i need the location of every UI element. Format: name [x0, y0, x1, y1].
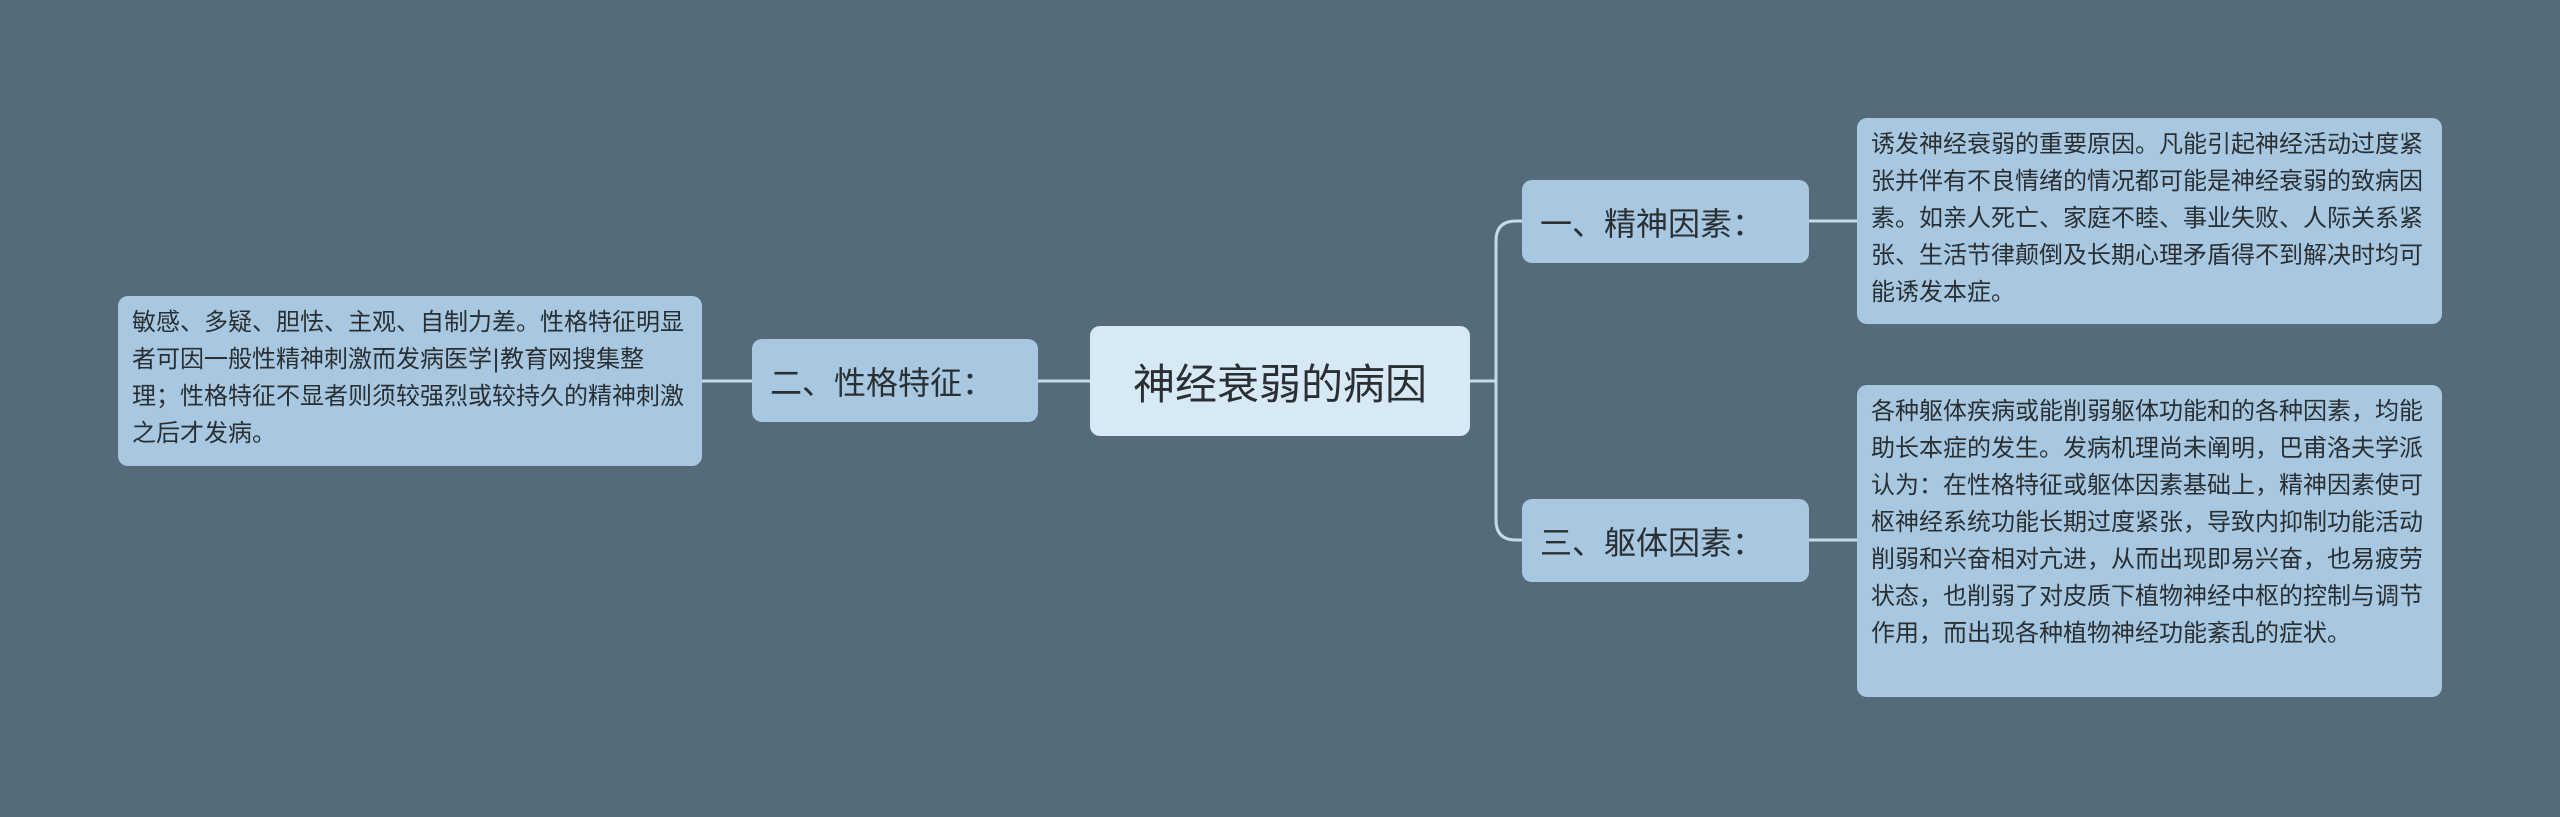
branch-label-personality-traits: 二、性格特征： — [770, 363, 995, 402]
branch-label-mental-factors: 一、精神因素： — [1540, 204, 1765, 243]
detail-text-physical-factors: 各种躯体疾病或能削弱躯体功能和的各种因素，均能助长本症的发生。发病机理尚未阐明，… — [1871, 397, 2423, 647]
detail-node-personality-traits[interactable]: 敏感、多疑、胆怯、主观、自制力差。性格特征明显者可因一般性精神刺激而发病医学|教… — [118, 296, 702, 466]
branch-node-physical-factors[interactable]: 三、躯体因素： — [1522, 499, 1809, 582]
connector-center-to-physical — [1494, 381, 1522, 542]
central-topic-node[interactable]: 神经衰弱的病因 — [1090, 326, 1470, 436]
central-topic-label: 神经衰弱的病因 — [1132, 359, 1427, 409]
branch-node-mental-factors[interactable]: 一、精神因素： — [1522, 180, 1809, 263]
branch-node-personality-traits[interactable]: 二、性格特征： — [752, 339, 1038, 422]
detail-node-physical-factors[interactable]: 各种躯体疾病或能削弱躯体功能和的各种因素，均能助长本症的发生。发病机理尚未阐明，… — [1857, 385, 2442, 697]
detail-text-mental-factors: 诱发神经衰弱的重要原因。凡能引起神经活动过度紧张并伴有不良情绪的情况都可能是神经… — [1871, 130, 2423, 306]
branch-label-physical-factors: 三、躯体因素： — [1540, 523, 1765, 562]
connector-center-to-mental — [1470, 219, 1522, 383]
detail-node-mental-factors[interactable]: 诱发神经衰弱的重要原因。凡能引起神经活动过度紧张并伴有不良情绪的情况都可能是神经… — [1857, 118, 2442, 324]
detail-text-personality-traits: 敏感、多疑、胆怯、主观、自制力差。性格特征明显者可因一般性精神刺激而发病医学|教… — [132, 308, 684, 447]
